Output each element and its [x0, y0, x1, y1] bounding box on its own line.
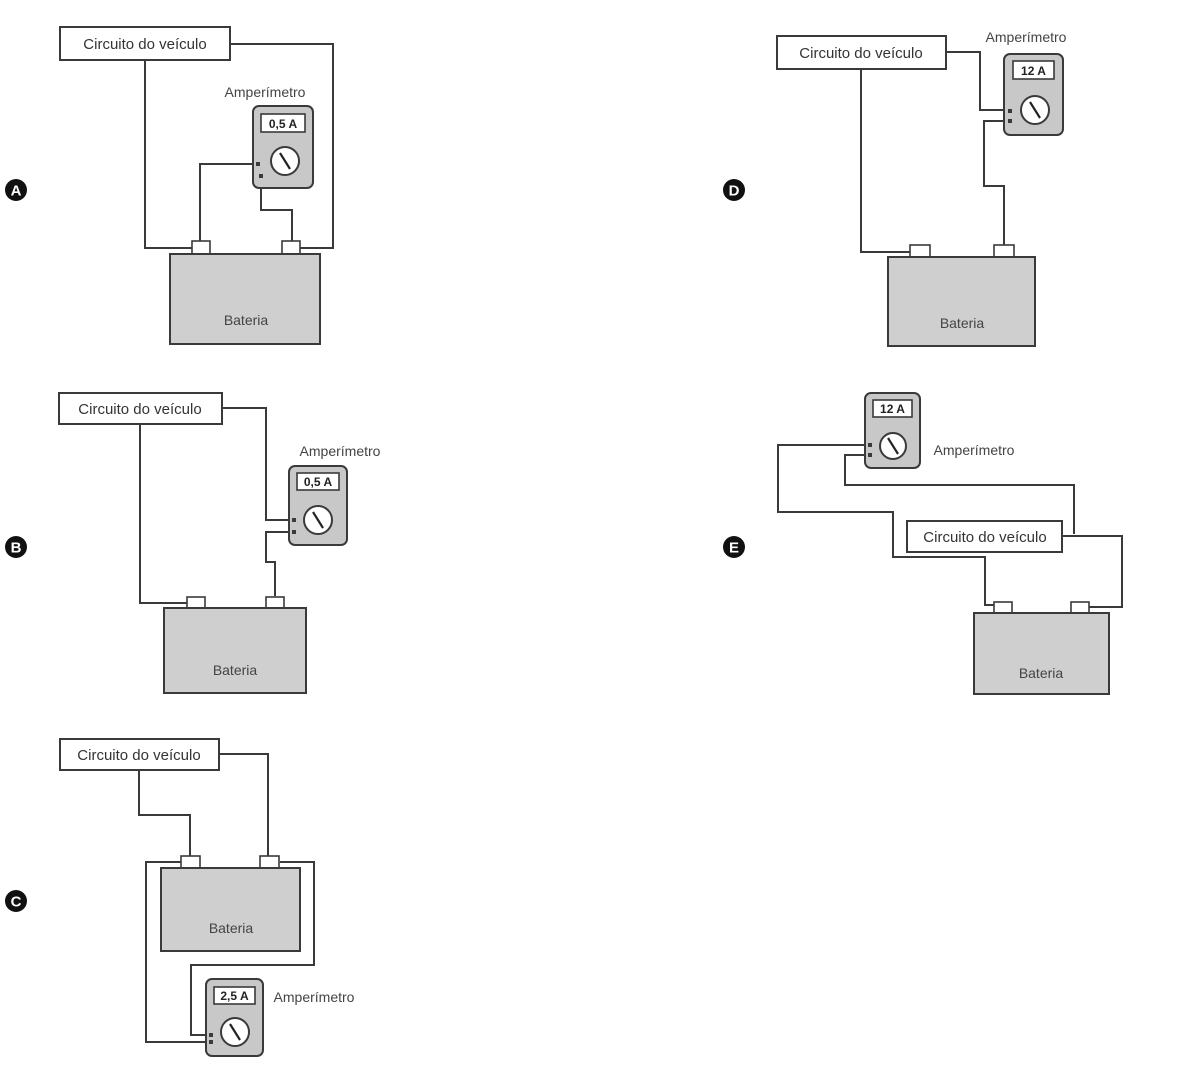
ammeter-reading: 2,5 A [220, 989, 249, 1003]
battery-terminal [191, 240, 211, 255]
gauge-needle [1029, 101, 1041, 119]
wire [139, 424, 188, 604]
badge-letter: E [729, 540, 739, 557]
circuit-label: Circuito do veículo [799, 45, 922, 62]
badge-letter: C [11, 894, 22, 911]
battery-label: Bateria [940, 315, 985, 331]
battery-terminal [281, 240, 301, 255]
wire [144, 61, 193, 249]
badge-circle [723, 536, 745, 558]
ammeter-reading: 12 A [880, 402, 905, 416]
option-badge[interactable]: D [723, 179, 745, 201]
wire [983, 120, 1010, 246]
battery-label: Bateria [213, 662, 258, 678]
wire [145, 861, 210, 1043]
battery: Bateria [160, 855, 301, 952]
battery-label: Bateria [209, 920, 254, 936]
wire [844, 454, 1075, 534]
vehicle-circuit-box: Circuito do veículo [59, 26, 231, 61]
vehicle-circuit-box: Circuito do veículo [58, 392, 223, 425]
option-d: D Circuito do veículo Bateria Amperímetr… [723, 29, 1067, 347]
battery: Bateria [169, 240, 321, 345]
wire [138, 770, 191, 857]
option-a: A Circuito do veículo Bateria Amperímetr… [5, 26, 334, 345]
ammeter-reading: 12 A [1021, 64, 1046, 78]
ammeter-reading: 0,5 A [304, 475, 333, 489]
ammeter-label: Amperímetro [274, 989, 355, 1005]
battery: Bateria [163, 596, 307, 694]
circuit-label: Circuito do veículo [78, 401, 201, 418]
badge-circle [723, 179, 745, 201]
gauge-needle [279, 152, 291, 170]
circuit-label: Circuito do veículo [77, 747, 200, 764]
wire [222, 407, 293, 521]
badge-letter: B [11, 540, 22, 557]
option-badge[interactable]: E [723, 536, 745, 558]
ammeter-reading: 0,5 A [269, 117, 298, 131]
wire [946, 51, 1010, 111]
ammeter-label: Amperímetro [300, 443, 381, 459]
wire [860, 69, 911, 253]
vehicle-circuit-box: Circuito do veículo [776, 35, 947, 70]
gauge-needle [312, 511, 324, 529]
ammeter: 2,5 A Amperímetro [205, 978, 355, 1057]
badge-circle [5, 179, 27, 201]
ammeter-label: Amperímetro [225, 84, 306, 100]
battery-label: Bateria [224, 312, 269, 328]
battery-label: Bateria [1019, 665, 1064, 681]
vehicle-circuit-box: Circuito do veículo [906, 520, 1063, 553]
option-b: B Circuito do veículo Bateria Amperímetr… [5, 392, 381, 694]
badge-circle [5, 536, 27, 558]
wire [1062, 535, 1123, 608]
wire [265, 531, 293, 596]
ammeter: 12 A Amperímetro [864, 392, 1015, 469]
ammeter: Amperímetro 0,5 A [288, 443, 381, 546]
wire [190, 861, 315, 1036]
badge-letter: A [11, 183, 22, 200]
option-badge[interactable]: A [5, 179, 27, 201]
gauge-needle [229, 1023, 241, 1041]
option-badge[interactable]: C [5, 890, 27, 912]
wire [777, 444, 995, 606]
option-e: E Circuito do veículo Bateria 12 A Amper… [723, 392, 1123, 695]
ammeter-label: Amperímetro [986, 29, 1067, 45]
battery: Bateria [887, 244, 1036, 347]
badge-letter: D [729, 183, 740, 200]
ammeter: Amperímetro 0,5 A [225, 84, 314, 189]
ammeter: Amperímetro 12 A [986, 29, 1067, 136]
badge-circle [5, 890, 27, 912]
ammeter-label: Amperímetro [934, 442, 1015, 458]
wire [219, 753, 269, 857]
wire [260, 176, 293, 242]
vehicle-circuit-box: Circuito do veículo [59, 738, 220, 771]
circuit-label: Circuito do veículo [83, 36, 206, 53]
option-badge[interactable]: B [5, 536, 27, 558]
option-c: C Circuito do veículo Bateria 2,5 A Ampe… [5, 738, 355, 1057]
wire [199, 163, 258, 242]
battery: Bateria [973, 601, 1110, 695]
circuit-label: Circuito do veículo [923, 529, 1046, 546]
wire [230, 43, 334, 249]
gauge-needle [887, 437, 899, 455]
